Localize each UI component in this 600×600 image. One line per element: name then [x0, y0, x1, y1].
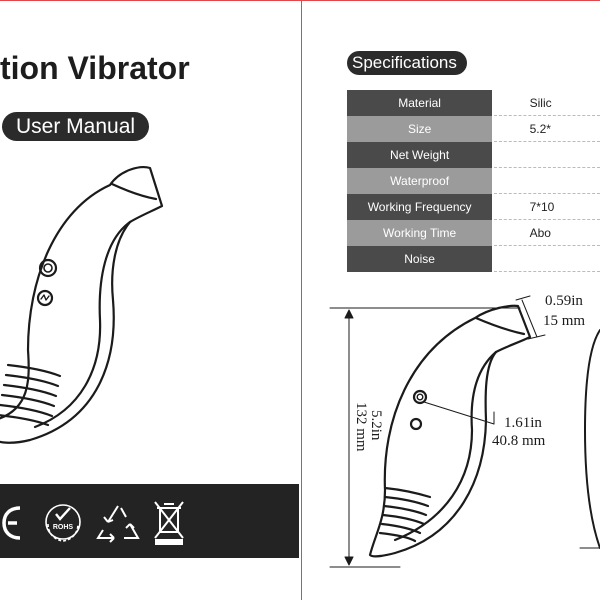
product-title: tion Vibrator — [0, 50, 190, 86]
weee-bin-icon — [154, 501, 184, 545]
device-cap-line — [110, 182, 158, 201]
spec-value: Silic — [493, 90, 600, 116]
spec-value — [493, 245, 600, 272]
spec-value — [493, 167, 600, 194]
rohs-icon: ROHS — [45, 504, 81, 542]
certification-icons: ROHS — [2, 501, 184, 545]
specifications-heading: Specifications — [347, 51, 467, 75]
width-dimension-in: 1.61in — [504, 415, 542, 431]
ce-mark-icon — [2, 506, 21, 540]
device-outline-left — [0, 166, 164, 444]
spec-label: Material — [347, 90, 493, 116]
spec-label: Size — [347, 115, 493, 142]
height-dimension-mm: 132 mm — [353, 402, 369, 452]
device-profile — [368, 304, 532, 558]
height-dimension-line — [329, 307, 521, 568]
spec-value — [493, 141, 600, 168]
width-dimension-mm: 40.8 mm — [492, 433, 546, 449]
height-dimension-in: 5.2in — [368, 410, 384, 441]
width-dimension-line — [423, 401, 495, 425]
user-manual-badge: User Manual — [2, 112, 150, 141]
table-row: Noise — [347, 245, 600, 272]
fold-line — [301, 0, 302, 600]
spec-label: Working Frequency — [347, 193, 493, 220]
spec-label: Noise — [347, 245, 493, 272]
device-illustration-cover — [0, 166, 164, 444]
trim-line-top — [0, 0, 600, 1]
recycle-icon — [96, 505, 140, 543]
certification-band: ROHS — [0, 484, 299, 558]
spec-value: 7*10 — [493, 193, 600, 220]
spec-label: Net Weight — [347, 141, 493, 168]
spec-value: 5.2* — [493, 115, 600, 142]
tip-dimension-mm: 15 mm — [543, 313, 586, 329]
spec-value: Abo — [493, 219, 600, 246]
device-inner-edge — [33, 220, 132, 429]
mode-button-circle — [36, 289, 54, 307]
power-button-circle — [38, 258, 58, 278]
spec-label: Waterproof — [347, 167, 493, 194]
rohs-label: ROHS — [53, 524, 74, 531]
spec-label: Working Time — [347, 219, 493, 246]
table-row: Net Weight — [347, 141, 600, 168]
tip-dimension-in: 0.59in — [545, 293, 583, 309]
table-row: Waterproof — [347, 167, 600, 194]
device-front-view — [579, 329, 600, 549]
tip-dimension-line — [515, 295, 546, 340]
